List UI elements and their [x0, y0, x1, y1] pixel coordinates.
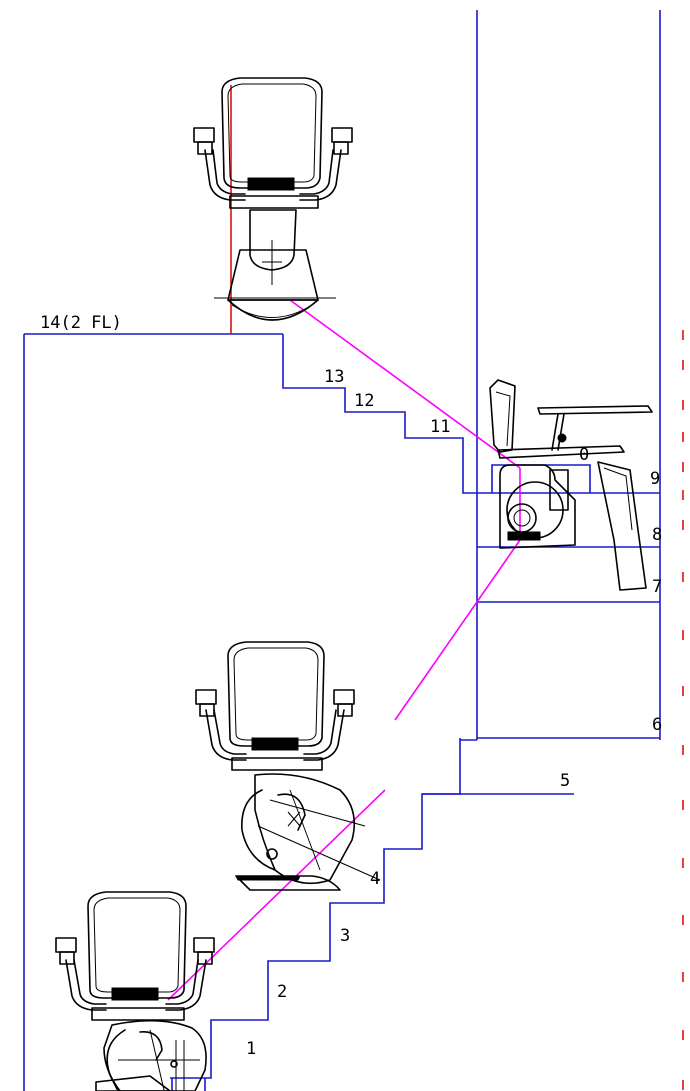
backrest-side — [489, 379, 516, 453]
stairlift-chair-side — [489, 379, 653, 591]
upper-flight-steps — [282, 334, 660, 494]
armrest-side — [537, 405, 653, 415]
step-riser-5 — [422, 740, 461, 795]
footrest — [235, 875, 341, 891]
rail-path — [167, 299, 521, 1001]
upper-rail-line — [289, 299, 521, 469]
left-arm — [65, 959, 107, 1011]
step-label-11: 11 — [430, 417, 450, 437]
step-label-13: 13 — [324, 367, 344, 387]
seat — [229, 195, 319, 209]
step-label-12: 12 — [354, 391, 374, 411]
step-label-2: 2 — [277, 982, 287, 1002]
backrest — [221, 77, 323, 189]
step-label-3: 3 — [340, 926, 350, 946]
right-arm — [165, 959, 207, 1011]
step-joint — [459, 738, 477, 741]
stairlift-chair-bottom — [55, 891, 215, 1091]
step-label-9: 9 — [650, 469, 660, 489]
seat-side — [497, 445, 625, 459]
step-label-4: 4 — [370, 869, 380, 889]
step-label-1: 1 — [246, 1039, 256, 1059]
backrest — [87, 891, 187, 999]
step-label-6: 6 — [652, 715, 662, 735]
right-arm — [303, 709, 345, 761]
carriage — [254, 773, 356, 885]
lower-rail-line — [167, 789, 386, 1001]
step-label-10: 0 — [579, 445, 589, 465]
seat — [231, 757, 323, 771]
motor-housing — [499, 464, 576, 549]
step-labels: 1 2 3 4 5 6 7 8 9 0 11 12 13 14(2 FL) — [40, 313, 662, 1059]
stairlift-chair-middle — [195, 641, 381, 891]
footrest-side — [597, 461, 647, 591]
backrest — [227, 641, 325, 747]
lower-flight-steps — [170, 793, 574, 1079]
step-label-5: 5 — [560, 771, 570, 791]
mid-rail-line — [394, 539, 521, 721]
step-label-14: 14(2 FL) — [40, 313, 122, 333]
left-armrest-handle — [193, 127, 215, 143]
right-arm — [299, 149, 342, 201]
carriage — [249, 209, 297, 271]
footrest — [95, 1075, 171, 1091]
step-label-8: 8 — [652, 525, 662, 545]
seat — [91, 1007, 185, 1021]
right-armrest-handle — [331, 127, 353, 143]
step-label-7: 7 — [652, 577, 662, 597]
left-arm — [205, 709, 247, 761]
step-box-10 — [491, 464, 591, 493]
stairlift-chair-top-front — [193, 77, 353, 321]
